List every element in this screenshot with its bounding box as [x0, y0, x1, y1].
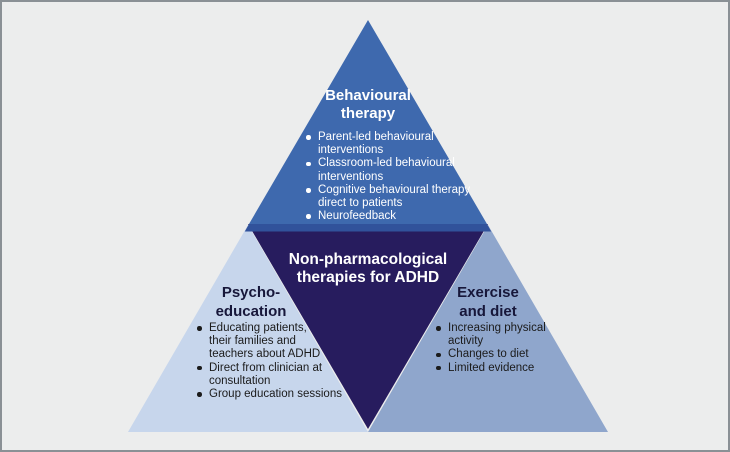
bevel-strip [244, 224, 492, 232]
exercise-diet-title: Exercise and diet [457, 284, 519, 320]
center-inverted-triangle [248, 224, 488, 429]
list-item: Limited evidence [434, 362, 594, 375]
exercise-diet-triangle [368, 225, 608, 432]
list-item: Cognitive behavioural therapy direct to … [304, 184, 489, 210]
list-item: Classroom-led behavioural interventions [304, 157, 489, 183]
psycho-education-triangle [128, 225, 368, 432]
psycho-education-list: Educating patients, their families and t… [195, 322, 365, 401]
list-item: Direct from clinician at consultation [195, 362, 365, 388]
exercise-diet-list: Increasing physical activity Changes to … [434, 322, 594, 375]
list-item: Group education sessions [195, 388, 365, 401]
list-item: Changes to diet [434, 348, 594, 361]
list-item: Parent-led behavioural interventions [304, 131, 489, 157]
psycho-education-title: Psycho- education [215, 284, 287, 320]
list-item: Educating patients, their families and t… [195, 322, 365, 362]
center-title: Non-pharmacological therapies for ADHD [288, 251, 448, 286]
behavioural-therapy-title: Behavioural therapy [325, 87, 411, 122]
list-item: Increasing physical activity [434, 322, 594, 348]
behavioural-therapy-triangle [249, 20, 487, 224]
behavioural-therapy-list: Parent-led behavioural interventions Cla… [304, 131, 489, 223]
list-item: Neurofeedback [304, 210, 489, 223]
